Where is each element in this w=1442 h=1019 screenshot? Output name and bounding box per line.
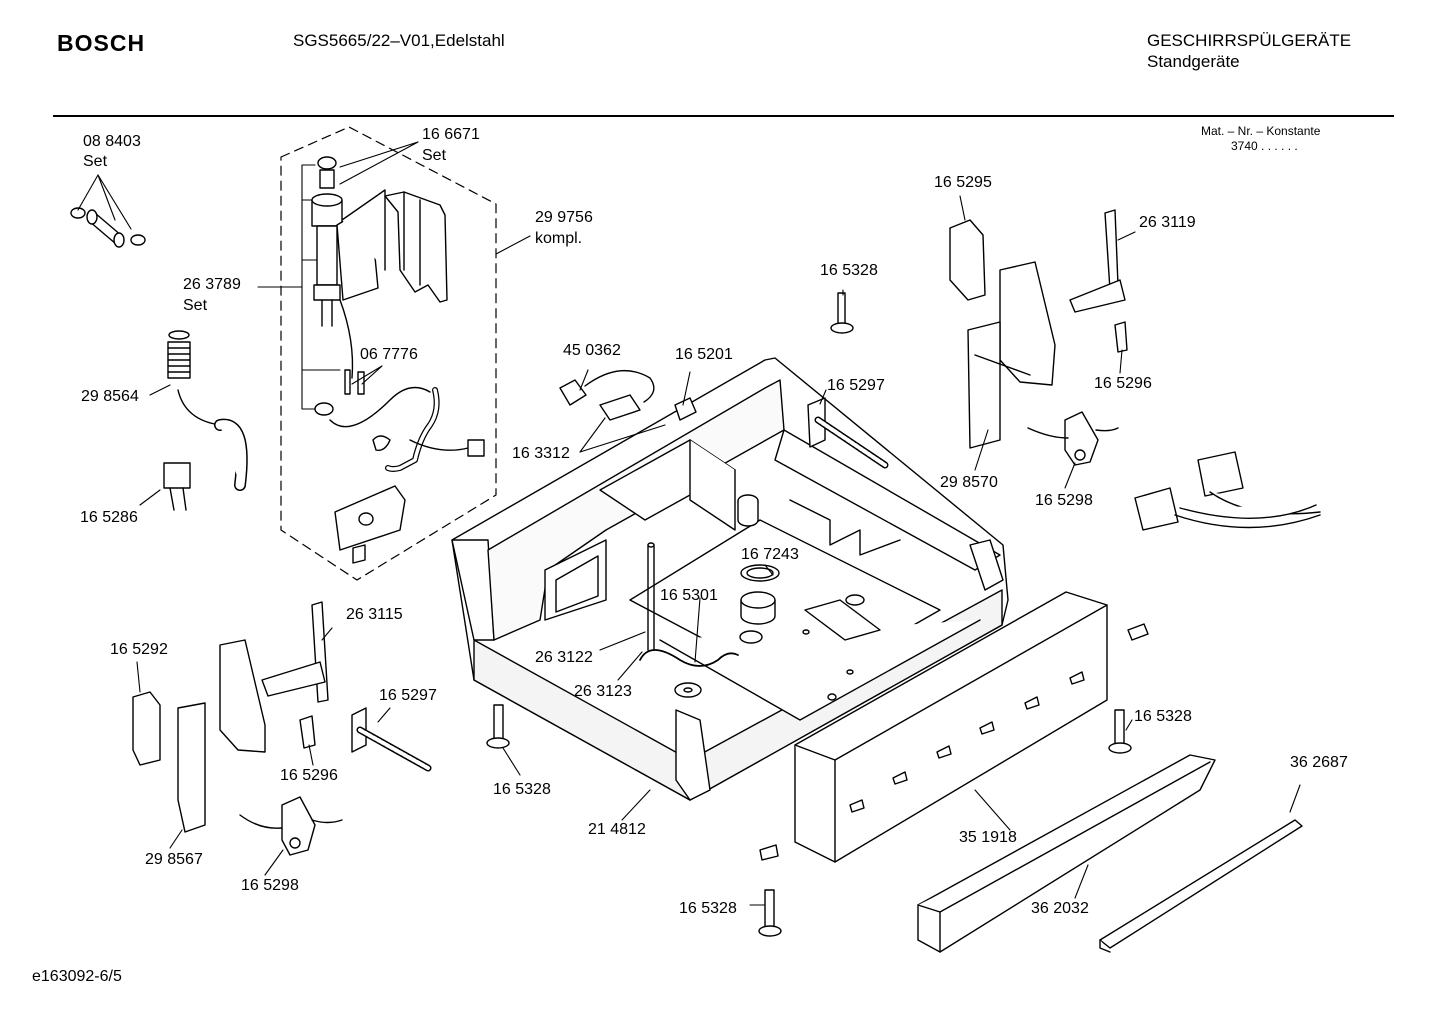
part-label: 06 7776 bbox=[360, 346, 418, 363]
model-number: SGS5665/22–V01,Edelstahl bbox=[293, 31, 505, 50]
clip-part bbox=[1114, 321, 1128, 353]
hose-clamp-set-part bbox=[70, 207, 146, 248]
flowmeter-plate-part bbox=[334, 485, 406, 564]
part-label: 36 2687 bbox=[1290, 754, 1348, 771]
coiled-hose-part bbox=[329, 386, 485, 472]
connector-harness-part bbox=[1134, 451, 1321, 531]
hinge-arm-part bbox=[261, 601, 329, 703]
plinth-strip-part bbox=[1099, 819, 1303, 953]
part-label: 16 5328 bbox=[679, 900, 737, 917]
part-label: 29 8564 bbox=[81, 388, 139, 405]
leveling-foot-screw-part bbox=[486, 704, 510, 749]
drain-bellows-hose-part bbox=[167, 330, 248, 491]
part-label: 45 0362 bbox=[563, 342, 621, 359]
category-title: GESCHIRRSPÜLGERÄTE bbox=[1147, 31, 1352, 50]
part-label: 35 1918 bbox=[959, 829, 1017, 846]
subcategory-title: Standgeräte bbox=[1147, 52, 1240, 71]
float-seal-part bbox=[740, 564, 780, 625]
leveling-foot-screw-part bbox=[758, 889, 782, 937]
part-label: 16 5201 bbox=[675, 346, 733, 363]
heater-relay-cable-part bbox=[559, 369, 697, 421]
part-label: Set bbox=[422, 147, 447, 164]
part-label: kompl. bbox=[535, 230, 583, 247]
part-label: 29 8570 bbox=[940, 474, 998, 491]
leveling-foot-screw-part bbox=[830, 292, 854, 334]
part-label: 08 8403 bbox=[83, 133, 141, 150]
part-label: 16 5297 bbox=[827, 377, 885, 394]
hinge-spring-part bbox=[807, 397, 889, 469]
material-note-value: 3740 . . . . . . bbox=[1231, 139, 1298, 153]
part-label: 26 3119 bbox=[1139, 214, 1196, 231]
hinge-plate-part bbox=[177, 639, 266, 833]
part-label: 16 5298 bbox=[1035, 492, 1093, 509]
header-divider bbox=[53, 115, 1394, 117]
part-label: 26 3123 bbox=[574, 683, 632, 700]
part-label: 16 7243 bbox=[741, 546, 799, 563]
hinge-arm-part bbox=[1069, 209, 1126, 313]
kick-plate-part bbox=[794, 591, 1108, 863]
part-label: 16 5292 bbox=[110, 641, 168, 658]
part-label: 29 9756 bbox=[535, 209, 593, 226]
hinge-plate-part bbox=[967, 261, 1056, 449]
part-label: 16 5296 bbox=[1094, 375, 1152, 392]
part-label: 16 6671 bbox=[422, 126, 480, 143]
part-label: 16 5301 bbox=[660, 587, 718, 604]
document-number: e163092-6/5 bbox=[32, 968, 122, 985]
brand-logo: BOSCH bbox=[57, 30, 146, 56]
part-label: 16 5295 bbox=[934, 174, 992, 191]
valve-housing-part bbox=[384, 191, 448, 303]
kit-outline-dashed bbox=[280, 126, 497, 581]
part-label: 16 5328 bbox=[1134, 708, 1192, 725]
hinge-bracket-part bbox=[132, 691, 161, 766]
part-label: 26 3122 bbox=[535, 649, 593, 666]
part-label: 16 5297 bbox=[379, 687, 437, 704]
door-switch-part bbox=[1027, 411, 1119, 466]
plinth-panel-part bbox=[917, 754, 1216, 953]
material-note-label: Mat. – Nr. – Konstante bbox=[1201, 124, 1321, 138]
part-label: 21 4812 bbox=[588, 821, 646, 838]
sensor-cable-part bbox=[639, 649, 739, 667]
float-disc-part bbox=[674, 682, 702, 698]
inlet-valve-assembly-part bbox=[311, 156, 386, 416]
leader-lines bbox=[77, 141, 1301, 906]
part-label: Set bbox=[83, 153, 108, 170]
part-label: 16 5328 bbox=[493, 781, 551, 798]
clip-part bbox=[163, 462, 191, 511]
hinge-spring-part bbox=[351, 707, 432, 772]
hinge-bracket-part bbox=[949, 219, 986, 301]
screw-part bbox=[759, 623, 1149, 861]
part-label: 36 2032 bbox=[1031, 900, 1089, 917]
part-label: 26 3789 bbox=[183, 276, 241, 293]
part-label: 16 5286 bbox=[80, 509, 138, 526]
part-label: 26 3115 bbox=[346, 606, 403, 623]
part-label: 29 8567 bbox=[145, 851, 203, 868]
part-label: Set bbox=[183, 297, 208, 314]
part-label: 16 5328 bbox=[820, 262, 878, 279]
leveling-foot-screw-part bbox=[1108, 709, 1132, 754]
clip-part bbox=[299, 715, 316, 749]
part-label: 16 5298 bbox=[241, 877, 299, 894]
part-label: 16 3312 bbox=[512, 445, 570, 462]
part-label: 16 5296 bbox=[280, 767, 338, 784]
door-switch-part bbox=[239, 796, 343, 856]
base-tub-part bbox=[451, 357, 1009, 801]
